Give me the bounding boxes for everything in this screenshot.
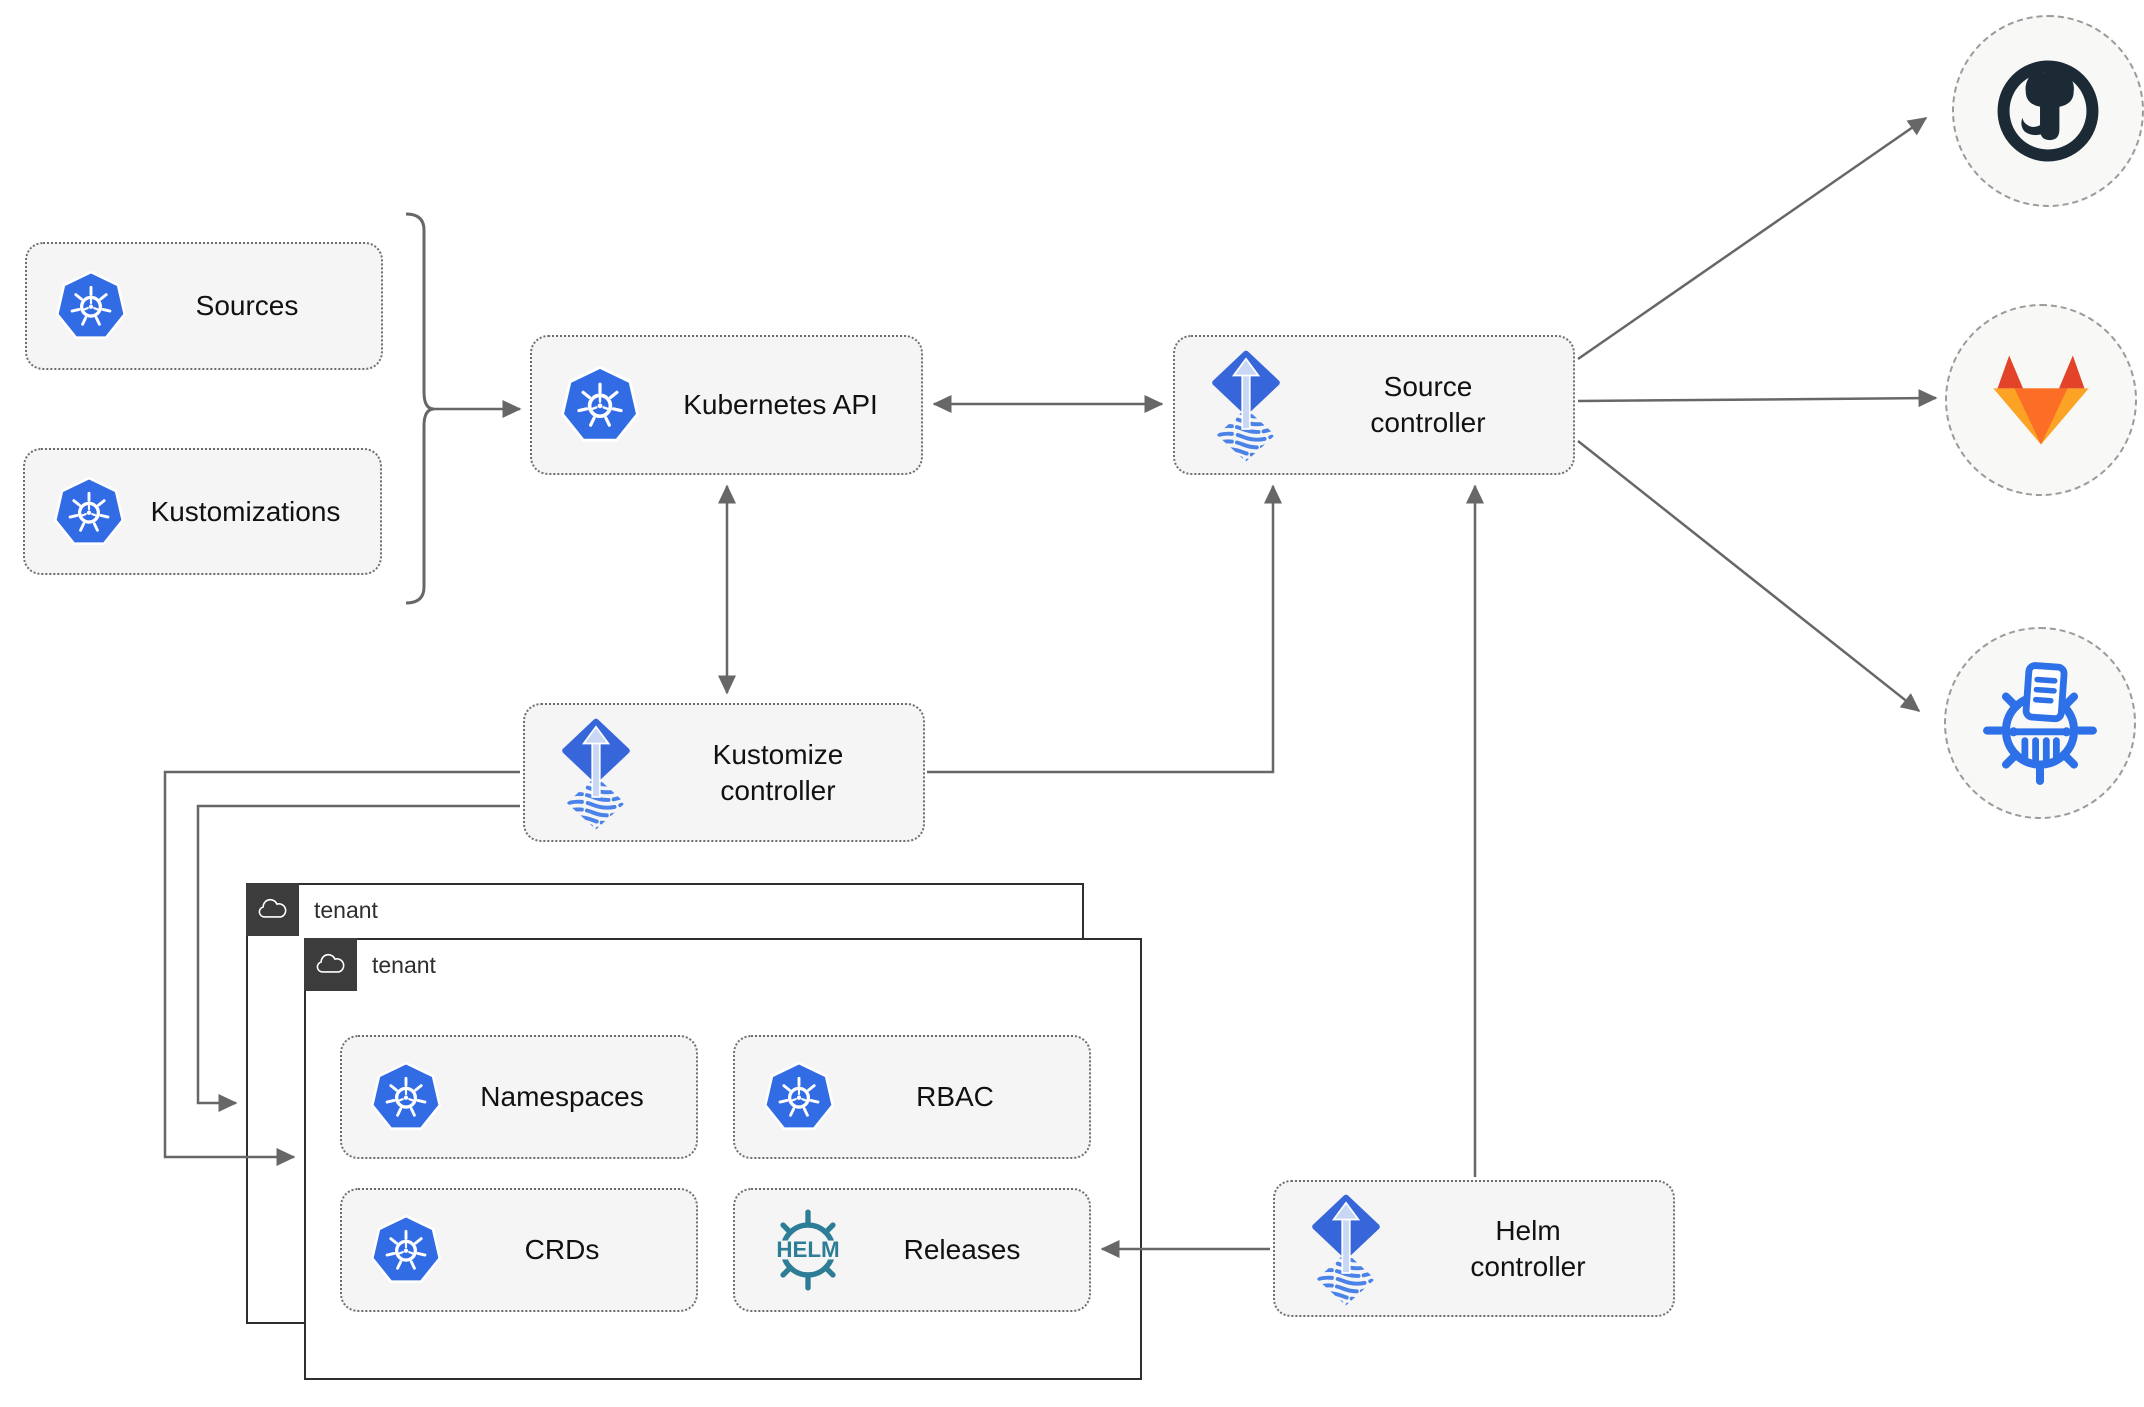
tenant-badge	[246, 883, 299, 936]
tenant-group-inner: tenant	[304, 938, 1142, 1380]
node-source-controller: Source controller	[1173, 335, 1575, 475]
chart-repository-icon	[1977, 660, 2103, 786]
node-label: Kustomizations	[150, 495, 341, 527]
kubernetes-icon	[763, 1061, 835, 1133]
flux-icon	[1303, 1192, 1389, 1305]
node-label: Kustomize controller	[712, 738, 844, 806]
node-releases: Releases	[733, 1188, 1091, 1312]
node-label: Source controller	[1370, 371, 1486, 438]
kubernetes-icon	[560, 365, 640, 445]
endpoint-chart-repository	[1944, 627, 2136, 819]
kubernetes-icon	[53, 476, 125, 548]
node-label: Helm controller	[1470, 1214, 1586, 1282]
node-sources: Sources	[25, 242, 383, 370]
endpoint-github	[1952, 15, 2144, 207]
helm-icon	[765, 1204, 851, 1296]
node-kustomize-controller: Kustomize controller	[523, 703, 925, 842]
node-crds: CRDs	[340, 1188, 698, 1312]
kubernetes-icon	[370, 1061, 442, 1133]
node-label: RBAC	[916, 1081, 994, 1113]
edge-brace	[405, 212, 435, 605]
node-kustomizations: Kustomizations	[23, 448, 382, 575]
node-helm-controller: Helm controller	[1273, 1180, 1675, 1317]
node-rbac: RBAC	[733, 1035, 1091, 1159]
kubernetes-icon	[55, 270, 127, 342]
node-kubernetes-api: Kubernetes API	[530, 335, 923, 475]
node-label: Kubernetes API	[683, 389, 878, 421]
edge-source-controller-github	[1577, 116, 1928, 361]
cloud-icon	[256, 897, 290, 923]
node-label: CRDs	[524, 1234, 600, 1266]
edge-source-controller-chart-repository	[1577, 440, 1921, 712]
edge-kustomize-controller-source-controller	[927, 484, 1282, 774]
github-icon	[1991, 54, 2105, 168]
cloud-icon	[314, 952, 348, 978]
flux-icon	[553, 716, 639, 829]
kubernetes-icon	[370, 1214, 442, 1286]
flux-icon	[1203, 349, 1289, 462]
gitlab-icon	[1988, 353, 2094, 447]
tenant-badge	[304, 938, 357, 991]
edge-source-controller-gitlab	[1577, 389, 1938, 408]
node-namespaces: Namespaces	[340, 1035, 698, 1159]
node-label: Sources	[195, 290, 299, 322]
tenant-label: tenant	[372, 952, 436, 978]
tenant-label: tenant	[314, 897, 378, 923]
endpoint-gitlab	[1945, 304, 2137, 496]
node-label: Releases	[903, 1234, 1021, 1266]
